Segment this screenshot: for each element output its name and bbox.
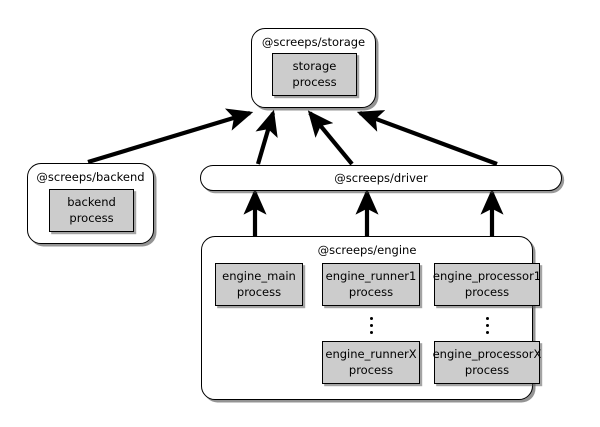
- process-engine-runnerX[interactable]: engine_runnerX process: [322, 341, 420, 384]
- package-engine[interactable]: @screeps/engine engine_main process engi…: [201, 236, 541, 400]
- vertical-ellipsis-processor-icon: [480, 317, 494, 338]
- package-driver-title: @screeps/driver: [334, 171, 428, 185]
- process-engine-processorX-line1: engine_processorX: [432, 347, 542, 362]
- process-storage[interactable]: storage process: [272, 53, 357, 96]
- vertical-ellipsis-runner-icon: [364, 317, 378, 338]
- process-backend[interactable]: backend process: [49, 189, 134, 232]
- package-storage-title: @screeps/storage: [261, 35, 366, 49]
- process-engine-main[interactable]: engine_main process: [215, 263, 303, 306]
- edge-driver-to-storage-left: [255, 109, 278, 165]
- process-engine-processorX-line2: process: [464, 362, 510, 377]
- edge-backend-to-storage: [87, 108, 254, 165]
- process-engine-runner1-line1: engine_runner1: [325, 269, 417, 284]
- package-backend-title: @screeps/backend: [36, 170, 145, 184]
- process-engine-runnerX-line2: process: [348, 362, 394, 377]
- process-engine-processor1-line1: engine_processor1: [432, 269, 542, 284]
- package-engine-title: @screeps/engine: [317, 243, 417, 257]
- process-backend-line1: backend: [67, 195, 116, 210]
- process-engine-processor1-line2: process: [464, 284, 510, 299]
- process-engine-runnerX-line1: engine_runnerX: [325, 347, 417, 362]
- edge-driver-to-storage-middle: [307, 110, 354, 166]
- edge-driver-to-storage-right: [356, 110, 498, 166]
- package-storage[interactable]: @screeps/storage storage process: [251, 28, 376, 108]
- process-engine-runner1-line2: process: [348, 284, 394, 299]
- process-engine-main-line2: process: [236, 284, 282, 299]
- package-backend[interactable]: @screeps/backend backend process: [27, 163, 154, 244]
- process-engine-processor1[interactable]: engine_processor1 process: [432, 263, 542, 306]
- process-storage-line1: storage: [292, 59, 337, 74]
- process-backend-line2: process: [69, 210, 114, 225]
- process-storage-line2: process: [292, 74, 337, 89]
- package-driver[interactable]: @screeps/driver: [200, 165, 562, 191]
- process-engine-main-line1: engine_main: [222, 269, 296, 284]
- process-engine-processorX[interactable]: engine_processorX process: [432, 341, 542, 384]
- process-engine-runner1[interactable]: engine_runner1 process: [322, 263, 420, 306]
